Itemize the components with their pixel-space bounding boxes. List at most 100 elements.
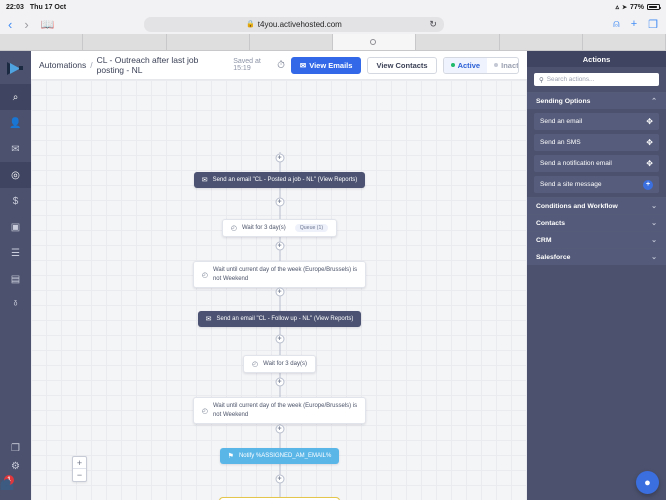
deals-icon: $ (12, 195, 19, 207)
flow-node-notify[interactable]: ⚑Notify %ASSIGNED_AM_EMAIL% (219, 448, 340, 464)
browser-tab[interactable] (583, 34, 666, 50)
book-icon[interactable]: 📖 (40, 18, 55, 31)
flow-node-row: ✉Send an email "CL - Follow up - NL" (Vi… (31, 311, 527, 327)
chevron-down-icon: ⌄ (651, 254, 657, 261)
active-status-dot (450, 63, 455, 67)
action-item[interactable]: Send a notification email✥ (534, 155, 659, 172)
action-group-label: Conditions and Workflow (536, 202, 618, 210)
clock-icon: ◴ (201, 271, 208, 279)
activecampaign-logo[interactable] (0, 53, 31, 84)
plus-round-icon[interactable]: + (643, 179, 653, 190)
flow-node-goal[interactable]: ♔GOAL: Replied Posted a job - NL (219, 498, 340, 500)
left-nav-rail: ⌕👤✉ ◎ $ ▣☰ ▤ ᵟ ❐ ⚙ 1 (0, 51, 31, 500)
search-actions-input[interactable]: ⚲ Search actions... (534, 73, 659, 86)
status-inactive-option[interactable]: Inactive (487, 58, 518, 73)
zoom-in-button[interactable]: + (73, 457, 86, 469)
drag-handle-icon[interactable]: ✥ (646, 159, 653, 168)
action-item-label: Send a site message (540, 181, 602, 188)
chevron-down-icon: ⌄ (651, 203, 657, 210)
automation-canvas[interactable]: + ✉Send an email "CL - Posted a job - NL"… (31, 80, 527, 500)
address-bar-url: t4you.activehosted.com (257, 19, 342, 29)
zoom-out-button[interactable]: − (76, 470, 83, 480)
rail-item-reports[interactable]: ᵟ (0, 292, 31, 318)
flow-node-wait-condition[interactable]: ◴Wait until current day of the week (Eur… (192, 397, 367, 425)
breadcrumb: Automations / CL - Outreach after last j… (39, 55, 225, 75)
actions-search-wrap: ⚲ Search actions... (527, 67, 666, 92)
flow-add-step-button[interactable]: + (275, 197, 284, 206)
flow-add-step-button[interactable]: + (275, 241, 284, 251)
rail-item-search[interactable]: ⌕ (0, 84, 31, 110)
action-group-header[interactable]: Salesforce⌄ (527, 248, 666, 265)
flow-node-row: ♔GOAL: Replied Posted a job - NL (31, 498, 527, 500)
browser-tab[interactable] (416, 34, 500, 50)
browser-tab[interactable] (500, 34, 583, 50)
rail-item-lists[interactable]: ☰ (0, 240, 31, 266)
history-clock-icon[interactable]: ⏱ (277, 59, 285, 71)
action-group-header[interactable]: Sending Options⌃ (527, 92, 666, 109)
avatar[interactable]: 1 (4, 475, 24, 496)
browser-tab[interactable] (333, 34, 417, 50)
flow-node-send-email[interactable]: ✉Send an email "CL - Follow up - NL" (Vi… (197, 311, 362, 327)
flow-node-label-line2: not Weekend (212, 275, 249, 282)
zoom-controls: + − (72, 456, 87, 482)
tabs-icon[interactable]: ❐ (648, 18, 658, 31)
status-active-option[interactable]: Active (443, 57, 488, 73)
forms-icon: ▤ (10, 273, 21, 285)
browser-tab[interactable] (83, 34, 167, 50)
action-item[interactable]: Send an email✥ (534, 113, 659, 130)
action-item[interactable]: Send an SMS✥ (534, 134, 659, 151)
rail-item-conversations[interactable]: ▣ (0, 214, 31, 240)
automations-icon: ◎ (11, 169, 20, 181)
flow-add-step-button[interactable]: + (275, 153, 284, 163)
search-icon: ⚲ (539, 76, 544, 84)
inactive-status-dot (494, 63, 499, 67)
browser-tab[interactable] (250, 34, 333, 50)
drag-handle-icon[interactable]: ✥ (646, 138, 653, 147)
browser-tab[interactable] (167, 34, 250, 50)
plus-icon[interactable]: + (630, 18, 638, 30)
rail-item-deals[interactable]: $ (0, 188, 31, 214)
flow-add-step-button[interactable]: + (275, 377, 284, 387)
flow-node-label-line1: Wait until current day of the week (Euro… (212, 403, 358, 409)
browser-tab-strip (0, 34, 666, 51)
rail-item-automations[interactable]: ◎ (0, 162, 31, 188)
action-group-header[interactable]: Conditions and Workflow ⌄ (527, 197, 666, 214)
view-emails-button[interactable]: ✉ View Emails (290, 56, 362, 74)
action-groups: Sending Options⌃ Send an email✥ Send an SM… (527, 92, 666, 265)
rail-item-contacts[interactable]: 👤 (0, 110, 31, 136)
apps-icon[interactable]: ❐ (11, 443, 20, 454)
flow-node-label: Wait for 3 day(s) (263, 361, 307, 367)
browser-tab[interactable] (0, 34, 84, 50)
view-contacts-button[interactable]: View Contacts (367, 56, 437, 74)
action-item[interactable]: Send a site message + (534, 176, 659, 193)
status-date: Thu 17 Oct (29, 3, 67, 11)
flow-add-step-button[interactable]: + (275, 474, 284, 484)
action-group-header[interactable]: CRM⌄ (527, 231, 666, 248)
rail-bottom-group: ❐ ⚙ 1 (0, 443, 31, 496)
flow-node-queue-badge[interactable]: Queue (1) (294, 224, 329, 232)
flow-add-step-button[interactable]: + (275, 424, 284, 433)
chat-bubble-icon[interactable]: ● (636, 471, 659, 494)
address-bar[interactable]: 🔒 t4you.activehosted.com ↻ (143, 16, 444, 32)
forward-icon[interactable]: › (24, 16, 29, 32)
drag-handle-icon[interactable]: ✥ (646, 117, 653, 126)
rail-item-campaigns[interactable]: ✉ (0, 136, 31, 162)
location-arrow-icon: ➤ (621, 4, 627, 11)
flow-node-wait-condition[interactable]: ◴Wait until current day of the week (Eur… (192, 261, 367, 289)
flow-add-step-button[interactable]: + (275, 334, 284, 344)
flow-node-send-email[interactable]: ✉Send an email "CL - Posted a job - NL" … (193, 172, 366, 188)
activecampaign-app: ⌕👤✉ ◎ $ ▣☰ ▤ ᵟ ❐ ⚙ 1 Automations / CL - Outre… (0, 51, 666, 500)
status-left: 22:03 Thu 17 Oct (6, 4, 66, 11)
action-group-header[interactable]: Contacts⌄ (527, 214, 666, 231)
ios-status-bar: 22:03 Thu 17 Oct ▵ ➤ 77% (0, 0, 666, 14)
view-emails-label: View Emails (309, 60, 353, 70)
flow-node-wait[interactable]: ◴Wait for 3 day(s) (243, 355, 316, 373)
flow-add-step-button[interactable]: + (275, 287, 284, 297)
rail-item-forms[interactable]: ▤ (0, 266, 31, 292)
flow-node-wait[interactable]: ◴Wait for 3 day(s)Queue (1) (221, 219, 338, 237)
breadcrumb-automations-link[interactable]: Automations (39, 60, 87, 70)
share-icon[interactable]: ⍝ (613, 17, 620, 30)
back-icon[interactable]: ‹ (8, 16, 13, 32)
reload-icon[interactable]: ↻ (429, 18, 437, 29)
gear-icon[interactable]: ⚙ (11, 461, 20, 472)
